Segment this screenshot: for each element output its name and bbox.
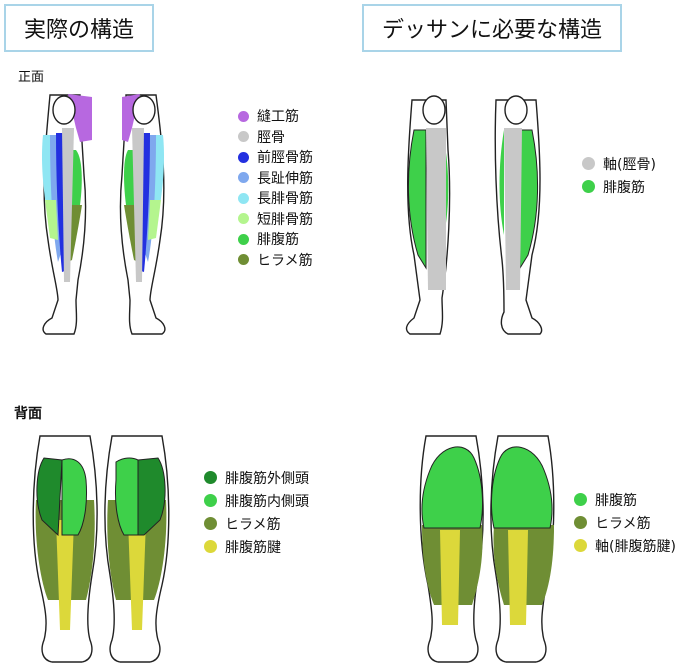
legend-swatch [238, 192, 249, 204]
legend-item: 腓腹筋 [582, 175, 656, 198]
lateral-head [36, 457, 63, 537]
legend-item: 縫工筋 [238, 106, 313, 127]
back-actual-leg-left [32, 435, 98, 663]
legend-label: 腓腹筋 [595, 492, 637, 509]
legend-swatch [238, 213, 249, 225]
gastrocnemius-shape-r [519, 129, 539, 270]
legend-item: 軸(脛骨) [582, 152, 656, 175]
gastrocnemius-needed [421, 446, 483, 529]
legend-label: 腓腹筋外側頭 [225, 470, 309, 487]
legend-swatch [204, 494, 217, 507]
legend-swatch [238, 110, 249, 122]
achilles-tendon [56, 520, 74, 630]
legend-label: 短腓骨筋 [257, 211, 313, 228]
legend-item: 前脛骨筋 [238, 147, 313, 168]
achilles-axis [440, 530, 460, 625]
legend-label: ヒラメ筋 [257, 252, 313, 269]
legend-label: 腓腹筋内側頭 [225, 493, 309, 510]
legend-swatch [574, 493, 587, 506]
legend-item: 長腓骨筋 [238, 188, 313, 209]
legend-swatch [204, 540, 217, 553]
medial-head-r [115, 457, 139, 536]
legend-item: 腓腹筋 [238, 229, 313, 250]
legend-item: 脛骨 [238, 127, 313, 148]
legend-item: ヒラメ筋 [204, 512, 309, 535]
achilles-tendon-r [128, 520, 146, 630]
front-actual-leg-right [119, 94, 166, 335]
peroneus-brevis-r [148, 200, 161, 240]
front-needed-leg-right [494, 95, 543, 335]
legend-label: 長趾伸筋 [257, 170, 313, 187]
legend-label: 縫工筋 [257, 109, 299, 126]
label-front-view: 正面 [18, 70, 45, 85]
gastrocnemius-shape-r2 [499, 130, 504, 235]
legend-swatch [238, 172, 249, 184]
title-needed-structure: デッサンに必要な構造 [362, 4, 622, 52]
legend-label: ヒラメ筋 [595, 515, 651, 532]
legend-label: 腓腹筋 [257, 232, 299, 249]
legend-swatch [238, 131, 249, 143]
back-needed-leg-left [419, 435, 484, 663]
legend-item: ヒラメ筋 [238, 250, 313, 271]
legend-swatch [574, 539, 587, 552]
legend-label: 前脛骨筋 [257, 150, 313, 167]
legend-item: ヒラメ筋 [574, 511, 676, 534]
legend-label: 腓腹筋腱 [225, 539, 281, 556]
tibia-bone-r [132, 128, 144, 282]
lateral-head-r [137, 457, 166, 536]
legend-item: 腓腹筋内側頭 [204, 489, 309, 512]
legend-swatch [582, 180, 595, 193]
gastrocnemius-shape [407, 129, 427, 270]
legend-front-needed: 軸(脛骨) 腓腹筋 [582, 152, 656, 198]
achilles-axis-r [508, 530, 528, 625]
legend-swatch [582, 157, 595, 170]
label-back-view: 背面 [14, 406, 42, 422]
legend-back-needed: 腓腹筋ヒラメ筋軸(腓腹筋腱) [574, 488, 676, 557]
peroneus-brevis [45, 200, 58, 240]
legend-item: 腓腹筋 [574, 488, 676, 511]
axis-tibia-r [504, 128, 522, 290]
legend-label: 長腓骨筋 [257, 191, 313, 208]
legend-label: ヒラメ筋 [225, 516, 281, 533]
legend-item: 軸(腓腹筋腱) [574, 534, 676, 557]
legend-back-actual: 腓腹筋外側頭腓腹筋内側頭ヒラメ筋腓腹筋腱 [204, 466, 309, 558]
legend-label: 腓腹筋 [603, 179, 645, 196]
legend-item: 短腓骨筋 [238, 209, 313, 230]
gastrocnemius-needed-r [491, 446, 553, 529]
back-actual-leg-right [104, 435, 170, 663]
legend-swatch [574, 516, 587, 529]
legend-swatch [238, 151, 249, 163]
legend-swatch [238, 254, 249, 266]
legend-swatch [238, 233, 249, 245]
legend-label: 軸(脛骨) [603, 156, 656, 173]
title-actual-structure: 実際の構造 [4, 4, 154, 52]
front-needed-leg-left [405, 95, 451, 335]
legend-swatch [204, 471, 217, 484]
legend-swatch [204, 517, 217, 530]
medial-head [61, 458, 87, 536]
front-actual-leg-left [42, 94, 92, 335]
axis-tibia [426, 128, 446, 290]
legend-label: 軸(腓腹筋腱) [595, 538, 676, 555]
legend-label: 脛骨 [257, 129, 285, 146]
legend-item: 腓腹筋腱 [204, 535, 309, 558]
tibia-bone [62, 128, 74, 282]
legend-item: 長趾伸筋 [238, 168, 313, 189]
legend-item: 腓腹筋外側頭 [204, 466, 309, 489]
legend-front-actual: 縫工筋脛骨前脛骨筋長趾伸筋長腓骨筋短腓骨筋腓腹筋ヒラメ筋 [238, 106, 313, 270]
back-needed-leg-right [490, 435, 555, 663]
